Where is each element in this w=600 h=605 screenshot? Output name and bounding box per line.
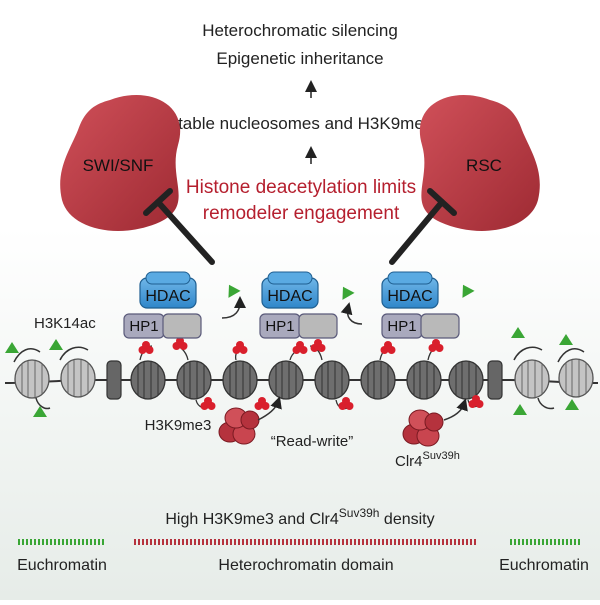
read-write-arrow bbox=[257, 396, 282, 421]
heterochromatin-domain-label: Heterochromatin domain bbox=[218, 557, 393, 574]
acetyl-mark bbox=[565, 399, 579, 410]
hdac-hp1-complex-left bbox=[123, 271, 202, 339]
read-write-label: “Read-write” bbox=[271, 433, 354, 450]
deacetylation-arrow bbox=[340, 302, 363, 325]
engagement-text: remodeler engagement bbox=[203, 203, 400, 224]
euchromatin-nucleosomes-left bbox=[13, 346, 96, 410]
acetyl-mark bbox=[559, 334, 573, 345]
euchromatin-nucleosomes-right bbox=[513, 346, 594, 410]
right-boundary-element bbox=[487, 360, 503, 400]
released-acetyl-mark bbox=[336, 283, 355, 300]
released-acetyl-mark bbox=[222, 281, 241, 298]
euchromatin-label-right: Euchromatin bbox=[499, 557, 589, 574]
clr4-label: Clr4Suv39h bbox=[395, 450, 460, 470]
read-write-arrow bbox=[443, 398, 468, 421]
hdac-hp1-complex-center bbox=[259, 271, 338, 339]
stable-nucleosomes-text: Stable nucleosomes and H3K9me3 bbox=[167, 114, 434, 133]
swi-snf-remodeler bbox=[60, 95, 181, 231]
inheritance-text: Epigenetic inheritance bbox=[216, 49, 383, 68]
density-label: High H3K9me3 and Clr4Suv39h density bbox=[165, 506, 434, 528]
deacetylation-text: Histone deacetylation limits bbox=[186, 177, 416, 198]
acetyl-mark bbox=[511, 327, 525, 338]
clr4-complex-left bbox=[218, 407, 260, 445]
swi-snf-label: SWI/SNF bbox=[83, 156, 154, 175]
deacetylation-arrow bbox=[221, 296, 246, 319]
released-acetyl-mark bbox=[456, 281, 475, 298]
hdac-label-right: HDAC bbox=[387, 288, 432, 305]
acetyl-mark bbox=[5, 342, 19, 353]
h3k9me3-label: H3K9me3 bbox=[145, 417, 212, 434]
left-boundary-element bbox=[106, 360, 122, 400]
hdac-label-left: HDAC bbox=[145, 288, 190, 305]
hp1-label-left: HP1 bbox=[129, 318, 158, 335]
rsc-label: RSC bbox=[466, 156, 502, 175]
hdac-hp1-complex-right bbox=[381, 271, 460, 339]
euchromatin-label-left: Euchromatin bbox=[17, 557, 107, 574]
acetyl-mark bbox=[513, 404, 527, 415]
hp1-label-right: HP1 bbox=[387, 318, 416, 335]
hdac-label-center: HDAC bbox=[267, 288, 312, 305]
clr4-complex-right bbox=[402, 409, 444, 447]
silencing-text: Heterochromatic silencing bbox=[202, 21, 398, 40]
hp1-label-center: HP1 bbox=[265, 318, 294, 335]
h3k14ac-label: H3K14ac bbox=[34, 315, 96, 332]
left-inhibition-symbol bbox=[143, 188, 215, 265]
rsc-remodeler bbox=[419, 95, 540, 231]
acetyl-mark bbox=[49, 339, 63, 350]
right-inhibition-symbol bbox=[389, 188, 457, 265]
h3k9me3-marks bbox=[138, 337, 484, 410]
